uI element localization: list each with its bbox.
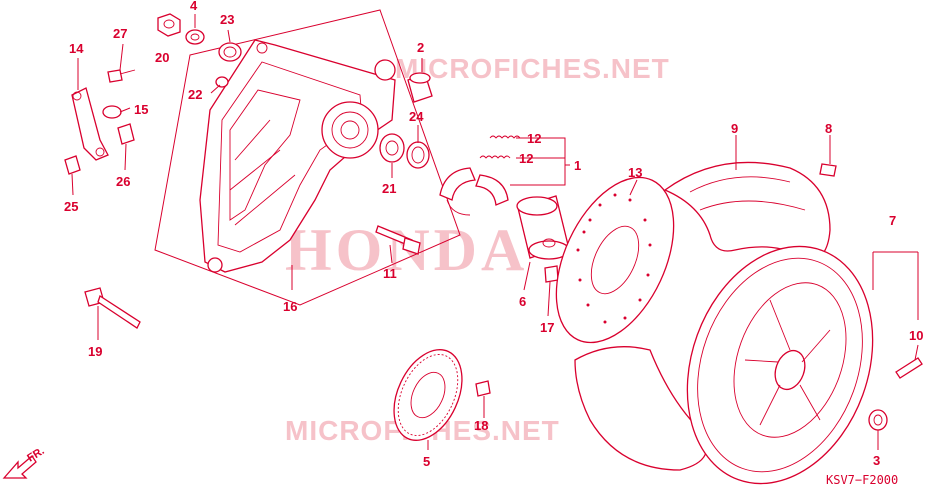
part-13-brake-disc: [555, 176, 675, 344]
callout-14: 14: [69, 41, 84, 56]
callout-1: 1: [574, 158, 581, 173]
part-25-collar: [64, 155, 81, 175]
part-5-pulser-ring: [393, 349, 463, 441]
part-1-brake-shoes: [439, 167, 509, 216]
part-12-springs: [479, 135, 521, 159]
arrow-down-left-icon: [2, 455, 37, 479]
diagram-code: KSV7−F2000: [826, 473, 898, 487]
callout-25: 25: [64, 199, 78, 214]
part-24-seal: [406, 141, 430, 169]
callout-4: 4: [190, 0, 198, 13]
callout-8: 8: [825, 121, 832, 136]
callout-2: 2: [417, 40, 424, 55]
part-2-collar: [407, 72, 433, 103]
callout-11: 11: [383, 266, 397, 281]
part-6-hub: [516, 195, 570, 260]
part-7-wheel: [686, 245, 874, 485]
part-4-collar: [185, 29, 205, 45]
part-17-bolt: [544, 265, 559, 283]
callout-12b: 12: [519, 151, 533, 166]
part-15-spring: [102, 105, 122, 119]
callout-21: 21: [382, 181, 396, 196]
part-11-bolt: [375, 225, 421, 255]
swing-arm-box: [154, 9, 461, 306]
part-21-bearing: [379, 133, 405, 163]
part-10-valve: [895, 357, 923, 379]
callout-26: 26: [116, 174, 130, 189]
swing-arm: [199, 39, 396, 273]
part-27-bolt: [107, 69, 136, 83]
watermark-top: MICROFICHES.NET: [395, 53, 670, 84]
part-8-nut: [819, 163, 837, 177]
callout-3: 3: [873, 453, 880, 468]
callout-15: 15: [134, 102, 148, 117]
callout-5: 5: [423, 454, 430, 469]
callout-13: 13: [628, 165, 642, 180]
part-20-nut: [157, 13, 181, 37]
callout-23: 23: [220, 12, 234, 27]
callout-18: 18: [474, 418, 488, 433]
callout-6: 6: [519, 294, 526, 309]
part-26-pin: [117, 123, 135, 145]
leader-lines: [71, 14, 919, 450]
callout-12a: 12: [527, 131, 541, 146]
callout-7: 7: [889, 213, 896, 228]
callout-10: 10: [909, 328, 923, 343]
callout-19: 19: [88, 344, 102, 359]
callout-16: 16: [283, 299, 297, 314]
callout-9: 9: [731, 121, 738, 136]
callout-20: 20: [155, 50, 169, 65]
part-9-tire: [574, 161, 831, 471]
part-22-washer: [215, 76, 229, 88]
part-19-bolt: [84, 287, 141, 329]
callout-24: 24: [409, 109, 424, 124]
part-23-bearing: [218, 42, 242, 62]
part-3-cap: [868, 409, 888, 431]
part-18-bolt: [475, 380, 491, 397]
callout-27: 27: [113, 26, 127, 41]
callout-17: 17: [540, 320, 554, 335]
callout-22: 22: [188, 87, 202, 102]
part-14-brake-arm: [71, 87, 109, 161]
